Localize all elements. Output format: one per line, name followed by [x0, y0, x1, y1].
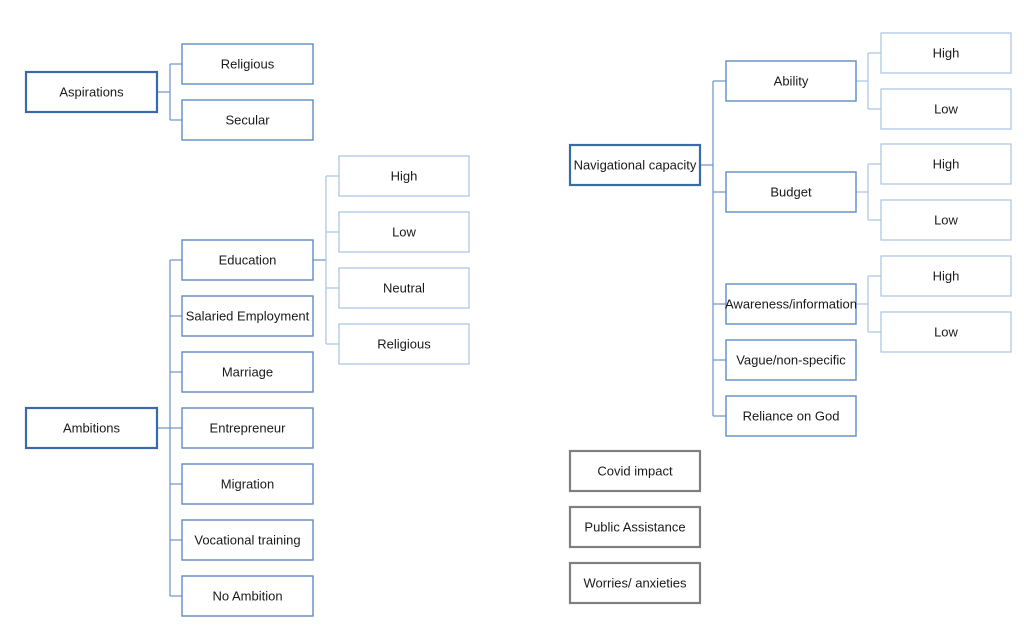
nav-child-vague-non-specific-box	[725, 339, 857, 381]
education-child-neutral: Neutral	[338, 267, 470, 309]
ambitions-child-education-box	[181, 239, 314, 281]
nav-child-budget-label: Budget	[770, 185, 812, 200]
budget-child-low: Low	[880, 199, 1012, 241]
standalone-public-assistance-box	[568, 505, 702, 549]
education-child-low-label: Low	[392, 225, 416, 240]
standalone-covid-impact: Covid impact	[568, 449, 702, 493]
education-child-high-label: High	[391, 169, 418, 184]
standalone-worries-anxieties: Worries/ anxieties	[568, 561, 702, 605]
budget-child-low-label: Low	[934, 213, 958, 228]
nav-child-budget: Budget	[725, 171, 857, 213]
budget-child-high-box	[880, 143, 1012, 185]
nav-child-awareness-information-box	[725, 283, 857, 325]
ambitions-child-vocational-training-box	[181, 519, 314, 561]
ability-child-high: High	[880, 32, 1012, 74]
navigational-capacity-root: Navigational capacity	[568, 143, 702, 187]
education-child-religious-label: Religious	[377, 337, 431, 352]
ability-child-low-box	[880, 88, 1012, 130]
ability-child-low: Low	[880, 88, 1012, 130]
ambitions-child-education-label: Education	[219, 253, 277, 268]
ambitions-child-marriage: Marriage	[181, 351, 314, 393]
nodes: AspirationsReligiousSecularAmbitionsEduc…	[24, 32, 1012, 617]
ability-child-high-box	[880, 32, 1012, 74]
nav-child-vague-non-specific-label: Vague/non-specific	[736, 353, 846, 368]
ability-child-high-label: High	[933, 46, 960, 61]
ambitions-child-education: Education	[181, 239, 314, 281]
education-child-high: High	[338, 155, 470, 197]
education-child-religious-box	[338, 323, 470, 365]
education-child-low: Low	[338, 211, 470, 253]
ambitions-child-entrepreneur: Entrepreneur	[181, 407, 314, 449]
ambitions-root-box	[24, 406, 159, 450]
nav-child-vague-non-specific: Vague/non-specific	[725, 339, 857, 381]
ability-child-low-label: Low	[934, 102, 958, 117]
ambitions-root-label: Ambitions	[63, 421, 121, 436]
aspirations-root-box	[24, 70, 159, 114]
ambitions-child-no-ambition-box	[181, 575, 314, 617]
aspirations-child-religious-box	[181, 43, 314, 85]
education-child-religious: Religious	[338, 323, 470, 365]
nav-child-reliance-on-god-label: Reliance on God	[743, 409, 840, 424]
nav-child-budget-box	[725, 171, 857, 213]
connectors	[157, 52, 881, 597]
nav-child-awareness-information-label: Awareness/information	[725, 297, 857, 312]
nav-child-reliance-on-god: Reliance on God	[725, 395, 857, 437]
standalone-worries-anxieties-box	[568, 561, 702, 605]
ambitions-child-salaried-employment-box	[181, 295, 314, 337]
education-child-low-box	[338, 211, 470, 253]
standalone-public-assistance-label: Public Assistance	[584, 520, 685, 535]
ambitions-child-salaried-employment: Salaried Employment	[181, 295, 314, 337]
awareness-child-low-label: Low	[934, 325, 958, 340]
education-child-neutral-label: Neutral	[383, 281, 425, 296]
ambitions-child-vocational-training-label: Vocational training	[194, 533, 300, 548]
nav-child-reliance-on-god-box	[725, 395, 857, 437]
ambitions-child-migration-label: Migration	[221, 477, 274, 492]
aspirations-child-secular: Secular	[181, 99, 314, 141]
ambitions-child-migration: Migration	[181, 463, 314, 505]
standalone-covid-impact-label: Covid impact	[597, 464, 673, 479]
nav-child-ability: Ability	[725, 60, 857, 102]
awareness-child-low-box	[880, 311, 1012, 353]
ambitions-child-no-ambition: No Ambition	[181, 575, 314, 617]
education-child-neutral-box	[338, 267, 470, 309]
navigational-capacity-root-box	[568, 143, 702, 187]
aspirations-child-secular-box	[181, 99, 314, 141]
aspirations-root: Aspirations	[24, 70, 159, 114]
awareness-child-high-box	[880, 255, 1012, 297]
aspirations-root-label: Aspirations	[59, 85, 124, 100]
ambitions-child-vocational-training: Vocational training	[181, 519, 314, 561]
aspirations-child-religious-label: Religious	[221, 57, 275, 72]
ambitions-child-migration-box	[181, 463, 314, 505]
ambitions-child-entrepreneur-box	[181, 407, 314, 449]
nav-child-ability-box	[725, 60, 857, 102]
nav-child-ability-label: Ability	[774, 74, 809, 89]
ambitions-child-marriage-box	[181, 351, 314, 393]
standalone-public-assistance: Public Assistance	[568, 505, 702, 549]
awareness-child-high-label: High	[933, 269, 960, 284]
ambitions-root: Ambitions	[24, 406, 159, 450]
navigational-capacity-root-label: Navigational capacity	[574, 158, 697, 173]
budget-child-low-box	[880, 199, 1012, 241]
ambitions-child-entrepreneur-label: Entrepreneur	[210, 421, 287, 436]
aspirations-child-religious: Religious	[181, 43, 314, 85]
awareness-child-high: High	[880, 255, 1012, 297]
budget-child-high: High	[880, 143, 1012, 185]
standalone-worries-anxieties-label: Worries/ anxieties	[583, 576, 687, 591]
education-child-high-box	[338, 155, 470, 197]
aspirations-child-secular-label: Secular	[225, 113, 270, 128]
standalone-covid-impact-box	[568, 449, 702, 493]
budget-child-high-label: High	[933, 157, 960, 172]
ambitions-child-salaried-employment-label: Salaried Employment	[186, 309, 310, 324]
ambitions-child-no-ambition-label: No Ambition	[212, 589, 282, 604]
awareness-child-low: Low	[880, 311, 1012, 353]
ambitions-child-marriage-label: Marriage	[222, 365, 273, 380]
nav-child-awareness-information: Awareness/information	[725, 283, 857, 325]
